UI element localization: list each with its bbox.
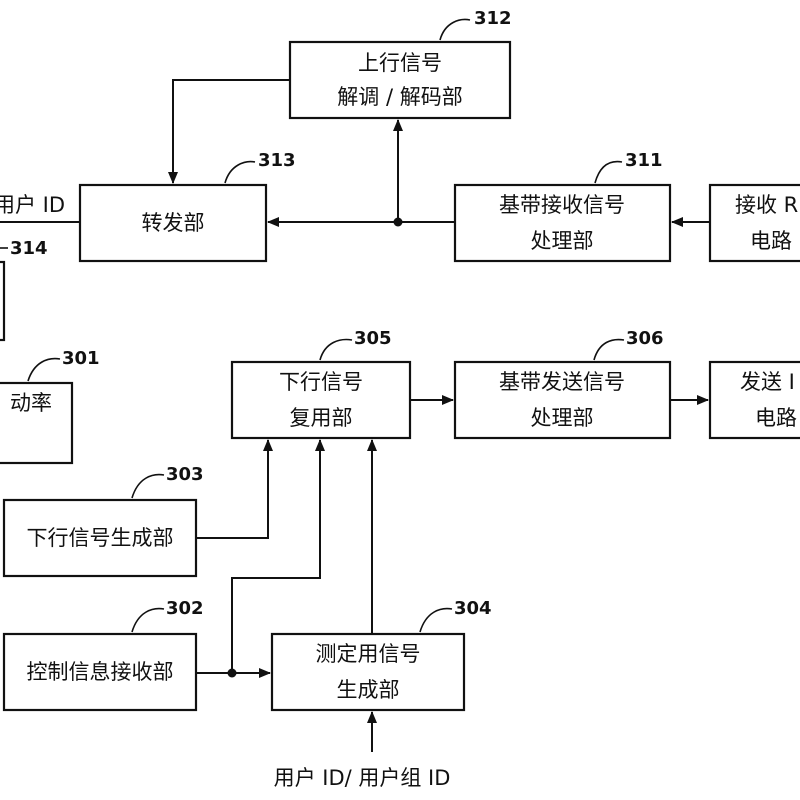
arrow-uplinkdecode-to-forwarding	[168, 79, 290, 184]
junction-dot-rx	[393, 217, 403, 227]
block-uplink-decode: 上行信号 解调 / 解码部	[288, 40, 512, 120]
svg-text:306: 306	[626, 328, 664, 349]
rx-rf-line1: 接收 R	[735, 193, 798, 217]
uplink-decode-line2: 解调 / 解码部	[337, 85, 462, 109]
svg-text:303: 303	[166, 464, 204, 485]
ref-312: 312	[439, 8, 512, 41]
block-left-partial	[0, 260, 6, 342]
rx-rf-line2: 电路	[750, 229, 792, 253]
block-control-rx: 控制信息接收部	[2, 632, 198, 712]
tx-rf-line2: 电路	[755, 406, 797, 430]
block-baseband-tx: 基带发送信号 处理部	[453, 360, 672, 440]
ref-314: 314	[0, 238, 48, 259]
power-ratio-line1: 动率	[10, 391, 52, 415]
ref-301: 301	[27, 348, 100, 382]
svg-text:304: 304	[454, 598, 492, 619]
arrow-control-to-mux	[231, 439, 325, 673]
ref-305: 305	[319, 328, 392, 361]
svg-text:311: 311	[625, 150, 663, 171]
baseband-tx-line2: 处理部	[531, 406, 594, 430]
block-measurement-gen: 测定用信号 生成部	[270, 632, 466, 712]
block-power-ratio: 动率	[0, 381, 74, 465]
svg-text:301: 301	[62, 348, 100, 369]
svg-text:305: 305	[354, 328, 392, 349]
block-rx-rf: 接收 R 电路	[708, 183, 800, 263]
downlink-gen-label: 下行信号生成部	[27, 526, 174, 550]
bottom-input-label: 用户 ID/ 用户组 ID	[274, 766, 451, 790]
measurement-gen-line2: 生成部	[337, 678, 400, 702]
uplink-decode-line1: 上行信号	[358, 51, 442, 75]
ref-304: 304	[419, 598, 492, 633]
ref-311: 311	[594, 150, 663, 184]
block-downlink-gen: 下行信号生成部	[2, 498, 198, 578]
baseband-tx-line1: 基带发送信号	[499, 370, 625, 394]
tx-rf-line1: 发送 I	[740, 370, 795, 394]
baseband-rx-line2: 处理部	[531, 229, 594, 253]
svg-text:312: 312	[474, 8, 512, 29]
block-downlink-mux: 下行信号 复用部	[230, 360, 412, 440]
user-id-label: 用户 ID	[0, 193, 65, 217]
svg-text:302: 302	[166, 598, 204, 619]
svg-text:314: 314	[10, 238, 48, 259]
measurement-gen-line1: 测定用信号	[316, 642, 421, 666]
ref-313: 313	[224, 150, 296, 184]
forwarding-label: 转发部	[142, 211, 205, 235]
ref-302: 302	[131, 598, 204, 633]
control-rx-label: 控制信息接收部	[27, 660, 174, 684]
block-baseband-rx: 基带接收信号 处理部	[453, 183, 672, 263]
ref-303: 303	[131, 464, 204, 499]
ref-306: 306	[593, 328, 664, 361]
downlink-mux-line2: 复用部	[290, 406, 353, 430]
downlink-mux-line1: 下行信号	[279, 370, 363, 394]
arrow-downlinkgen-to-mux	[196, 439, 273, 539]
block-forwarding: 转发部	[78, 183, 268, 263]
baseband-rx-line1: 基带接收信号	[499, 193, 625, 217]
svg-text:313: 313	[258, 150, 296, 171]
block-tx-rf: 发送 I 电路	[708, 360, 800, 440]
